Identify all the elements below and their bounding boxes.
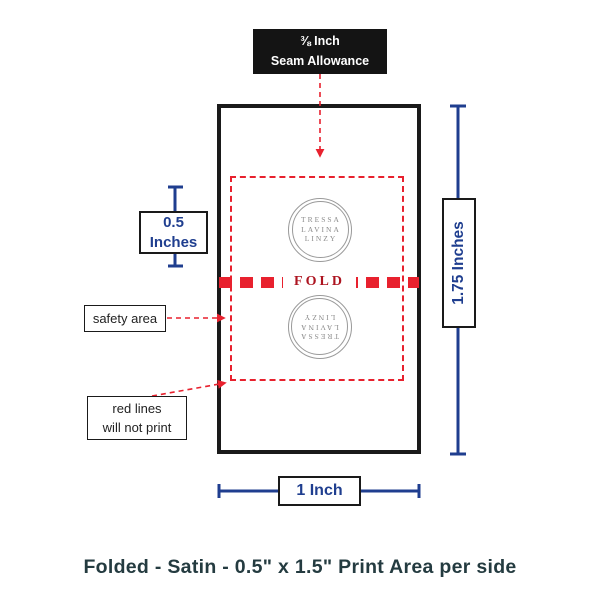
red-lines-line2: will not print xyxy=(102,420,172,435)
label-height-value: 1.75 Inches xyxy=(450,221,468,305)
caption: Folded - Satin - 0.5" x 1.5" Print Area … xyxy=(83,556,517,578)
red-lines-callout: red lines will not print xyxy=(87,396,187,440)
safety-area-label: safety area xyxy=(92,311,158,326)
fold-height-unit: Inches xyxy=(149,233,198,251)
fold-label: FOLD xyxy=(283,268,356,295)
safety-area-callout: safety area xyxy=(84,305,166,332)
front-label-preview: TRESSA LAVINA LINZY xyxy=(276,192,364,267)
fold-height-dimension-label: 0.5 Inches xyxy=(139,211,208,254)
label-width-dimension-label: 1 Inch xyxy=(278,476,361,506)
seam-allowance-line1: ⅜ Inch xyxy=(300,34,340,49)
emblem-line: TRESSA xyxy=(299,331,339,341)
seam-allowance-callout: ⅜ Inch Seam Allowance xyxy=(253,29,387,74)
back-label-preview: TRESSA LAVINA LINZY xyxy=(276,289,364,364)
emblem-inner-ring: TRESSA LAVINA LINZY xyxy=(291,298,349,355)
emblem-line: LAVINA xyxy=(299,322,339,332)
seam-allowance-line2: Seam Allowance xyxy=(270,53,370,68)
emblem-line: LINZY xyxy=(302,312,336,322)
label-height-dimension-label: 1.75 Inches xyxy=(442,198,476,328)
emblem-outer-ring: TRESSA LAVINA LINZY xyxy=(288,197,352,262)
emblem-line: LAVINA xyxy=(301,224,341,234)
emblem-inner-ring: TRESSA LAVINA LINZY xyxy=(291,201,349,258)
red-lines-line1: red lines xyxy=(112,400,162,416)
label-width-value: 1 Inch xyxy=(296,482,343,499)
emblem-line: TRESSA xyxy=(301,215,341,225)
red-lines-arrow xyxy=(151,379,227,397)
emblem-line: LINZY xyxy=(304,234,338,244)
fold-height-value: 0.5 xyxy=(163,214,184,231)
emblem-outer-ring: TRESSA LAVINA LINZY xyxy=(288,294,352,359)
